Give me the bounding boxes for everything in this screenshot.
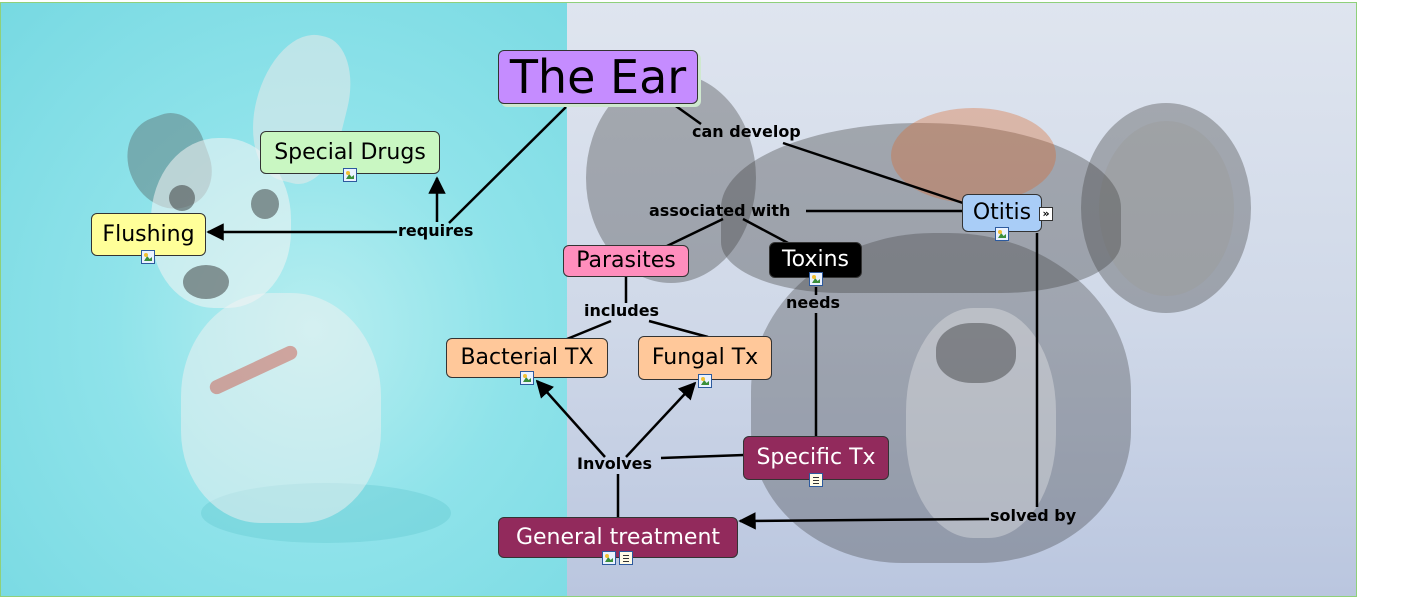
link-line: [661, 455, 744, 458]
link-label-involves[interactable]: Involves: [577, 456, 652, 472]
concept-label: Fungal Tx: [652, 347, 758, 369]
link-label-includes[interactable]: includes: [584, 303, 659, 319]
concept-parasites[interactable]: Parasites: [563, 245, 689, 277]
image-resource-icon[interactable]: [343, 168, 357, 182]
concept-label: Flushing: [102, 224, 194, 246]
image-resource-icon[interactable]: [995, 227, 1009, 241]
link-label-needs[interactable]: needs: [786, 295, 840, 311]
concept-label: Bacterial TX: [460, 347, 593, 369]
concept-label: Special Drugs: [274, 142, 426, 164]
link-line: [667, 219, 723, 246]
concept-label: Toxins: [782, 249, 849, 271]
concept-label: General treatment: [516, 527, 720, 549]
concept-label: Specific Tx: [756, 447, 875, 469]
concept-label: The Ear: [510, 54, 686, 100]
image-resource-icon[interactable]: [520, 371, 534, 385]
image-resource-icon[interactable]: [602, 551, 616, 565]
link-line: [673, 104, 701, 124]
link-label-requires[interactable]: requires: [398, 223, 473, 239]
concept-map-canvas: The Ear Special Drugs Flushing Otitis Pa…: [0, 2, 1357, 597]
document-resource-icon[interactable]: [809, 473, 823, 487]
link-line: [783, 143, 963, 203]
concept-the-ear[interactable]: The Ear: [498, 50, 698, 104]
expand-icon[interactable]: »: [1039, 207, 1053, 221]
link-label-associated-with[interactable]: associated with: [649, 203, 790, 219]
concept-label: Otitis: [973, 202, 1031, 224]
link-line: [649, 321, 708, 337]
link-label-can-develop[interactable]: can develop: [692, 124, 801, 140]
image-resource-icon[interactable]: [809, 272, 823, 286]
link-arrow: [740, 519, 989, 521]
concept-general-treatment[interactable]: General treatment: [498, 517, 738, 558]
link-line: [743, 219, 788, 243]
link-arrow: [626, 383, 695, 457]
image-resource-icon[interactable]: [698, 374, 712, 388]
link-arrow: [537, 381, 605, 457]
document-resource-icon[interactable]: [619, 551, 633, 565]
link-label-solved-by[interactable]: solved by: [990, 508, 1076, 524]
link-line: [567, 321, 611, 339]
link-line: [449, 107, 566, 223]
concept-label: Parasites: [576, 250, 675, 272]
image-resource-icon[interactable]: [141, 250, 155, 264]
